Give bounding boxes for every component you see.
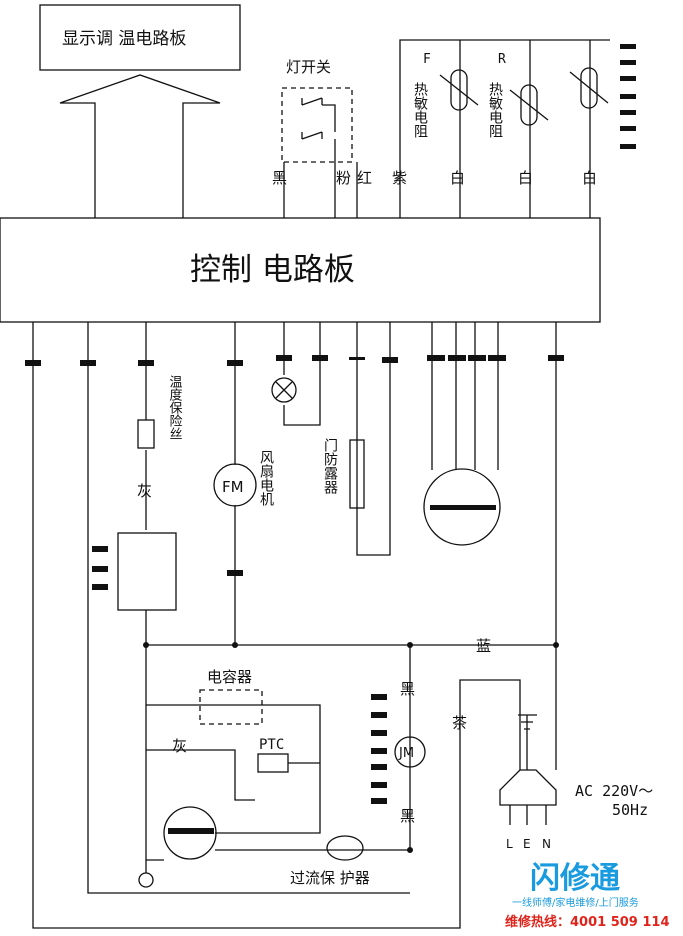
lamp-wire: [283, 322, 321, 426]
wire-label-white-2: 白: [518, 169, 533, 187]
fan-motor-symbol: FM: [222, 478, 244, 496]
capacitor: [199, 689, 263, 725]
wire-label-black: 黑: [272, 169, 287, 187]
watermark-brand: 闪修通: [530, 861, 620, 896]
r-thermistor-letter: R: [498, 52, 506, 67]
wire-label-gray-1: 灰: [137, 482, 152, 500]
temp-fuse-label: 温度保险丝: [167, 375, 183, 440]
ptc-label: PTC: [259, 737, 284, 753]
wire-label-purple: 紫: [392, 169, 407, 187]
outer-wire: [87, 322, 410, 894]
wire-label-black-1: 黑: [400, 680, 415, 698]
lamp: [271, 377, 297, 403]
wire-label-blue: 蓝: [476, 637, 491, 655]
wire-label-black-2: 黑: [400, 807, 415, 825]
control-board-box: [0, 217, 601, 323]
capacitor-label: 电容器: [207, 668, 252, 686]
heater-block: [117, 532, 177, 611]
plug-pin-n: N: [542, 837, 551, 851]
thermistor-common-wire: [399, 39, 610, 218]
f-thermistor: [450, 69, 468, 111]
wire-label-white-1: 白: [450, 169, 465, 187]
compressor: [163, 806, 217, 860]
fan-motor-label: 风扇电机: [258, 450, 274, 507]
ptc: [257, 753, 289, 773]
wire-label-brown: 茶: [452, 714, 467, 732]
overcurrent-protector: [326, 835, 364, 861]
f-thermistor-label: 热敏电阻: [412, 82, 428, 138]
power-label: AC 220V～: [575, 782, 653, 800]
ground-symbol-left: [138, 872, 154, 888]
fan-motor: [213, 463, 257, 507]
connector-marks: [25, 44, 636, 853]
control-board-label: 控制 电路板: [190, 252, 355, 288]
watermark-tagline: 一线师傅/家电维修/上门服务: [512, 896, 639, 909]
overcurrent-label: 过流保 护器: [290, 869, 370, 887]
temp-fuse: [137, 419, 155, 449]
wire-label-red: 红: [357, 169, 372, 187]
plug-pin-e: E: [523, 837, 531, 851]
r-thermistor-label: 热敏电阻: [487, 82, 503, 138]
fan-leads: [431, 322, 499, 470]
r-thermistor: [520, 84, 538, 126]
f-thermistor-letter: F: [423, 52, 431, 67]
ground-symbol-plug: [518, 714, 537, 770]
third-thermistor: [580, 67, 598, 109]
plug-pin-l: L: [506, 837, 513, 851]
bus-arrow: [59, 74, 221, 218]
jm-symbol: JM: [398, 746, 414, 761]
power-frequency: 50Hz: [612, 801, 648, 819]
power-plug: [499, 769, 557, 806]
compressor-fan: [423, 468, 501, 546]
jm-motor: [394, 736, 426, 768]
wire-label-white-3: 白: [582, 169, 597, 187]
wire-label-pink: 粉: [336, 169, 351, 187]
door-heater: [349, 439, 365, 509]
door-heater-label: 门防露器: [322, 438, 338, 494]
door-heater-wire: [356, 322, 391, 556]
brown-wire: [32, 322, 521, 929]
light-switch: [281, 87, 353, 163]
light-switch-label: 灯开关: [286, 58, 331, 76]
display-board-label: 显示调 温电路板: [62, 29, 186, 49]
watermark-hotline: 维修热线：4001 509 114: [505, 914, 670, 930]
switch-wires: [283, 162, 358, 218]
display-board-box: [39, 4, 241, 71]
wire-label-gray-2: 灰: [172, 737, 187, 755]
